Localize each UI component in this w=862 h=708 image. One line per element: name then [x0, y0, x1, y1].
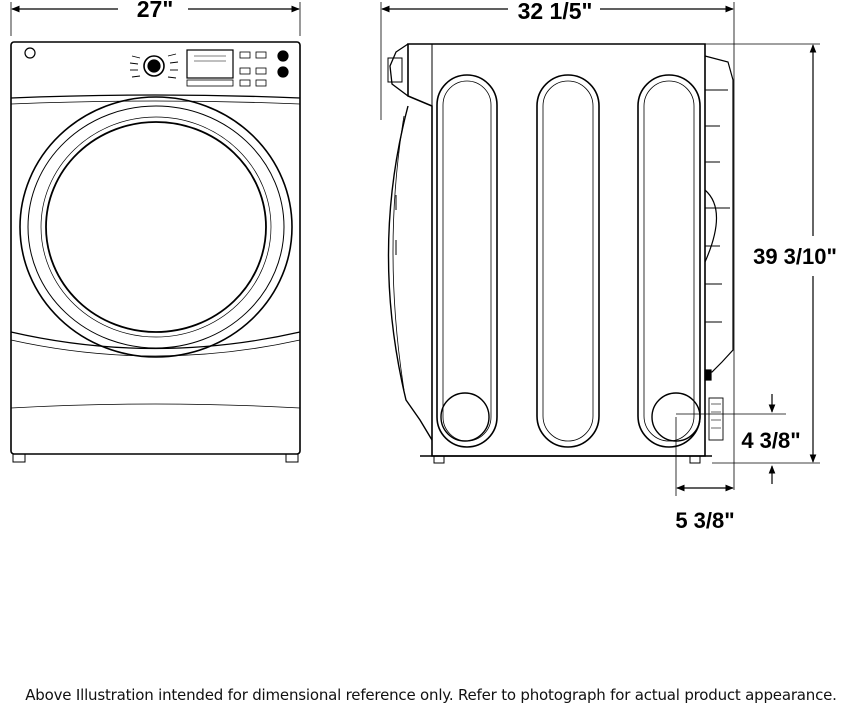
- rear-profile: [704, 55, 734, 373]
- side-port-left: [440, 392, 490, 442]
- side-rib-3: [637, 74, 701, 448]
- pedestal-seam: [10, 331, 301, 350]
- front-cabinet: [10, 41, 301, 455]
- height-label: 39 3/10": [753, 244, 837, 269]
- depth-label: 32 1/5": [518, 0, 593, 24]
- width-label: 27": [137, 0, 174, 22]
- vent-height-label: 4 3/8": [741, 428, 800, 453]
- door-outer-ring: [19, 96, 293, 358]
- side-rib-1: [436, 74, 498, 448]
- side-foot-rear: [689, 455, 701, 464]
- front-foot-right: [285, 453, 299, 463]
- vent-offset-label: 5 3/8": [675, 508, 734, 533]
- door-profile: [387, 105, 433, 441]
- display-panel: [186, 49, 234, 79]
- control-panel: [10, 94, 301, 99]
- front-foot-left: [12, 453, 26, 463]
- console-profile: [389, 43, 409, 97]
- start-button: [277, 50, 289, 62]
- disclaimer-caption: Above Illustration intended for dimensio…: [25, 686, 837, 704]
- side-rib-2: [536, 74, 600, 448]
- rear-grille: [708, 397, 724, 441]
- cycle-knob: [143, 55, 165, 77]
- front-view: [10, 2, 301, 463]
- logo-mark: [24, 47, 36, 59]
- side-cabinet: [407, 43, 706, 457]
- side-foot-front: [433, 455, 445, 464]
- side-view: [380, 2, 820, 496]
- door-window: [45, 121, 267, 333]
